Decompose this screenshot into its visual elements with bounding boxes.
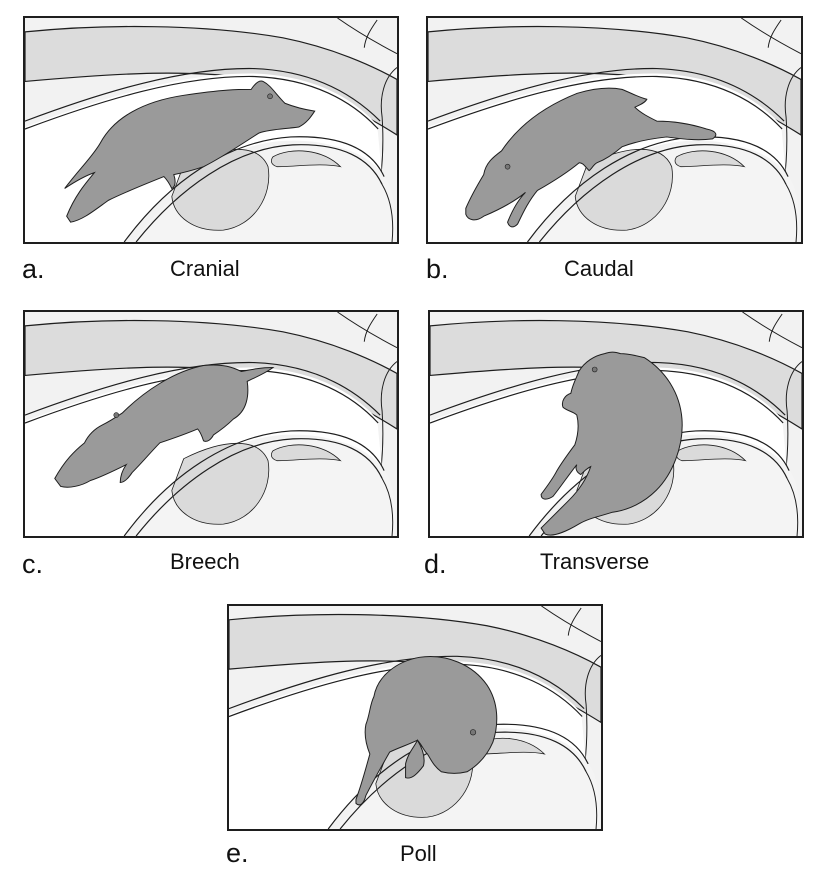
panel-e-caption: Poll: [400, 841, 437, 866]
poll-presentation-illustration: [229, 606, 601, 829]
panel-a-cranial: [23, 16, 399, 244]
panel-b-letter: b.: [426, 254, 449, 284]
piglet-icon: [540, 351, 683, 536]
panel-a-caption: Cranial: [170, 256, 240, 281]
panel-c-caption: Breech: [170, 549, 240, 574]
panel-b-caudal: [426, 16, 803, 244]
panel-e-letter: e.: [226, 838, 249, 868]
panel-a-letter: a.: [22, 254, 45, 284]
piglet-icon: [355, 656, 498, 806]
piglet-icon: [465, 87, 717, 228]
piglet-icon: [54, 364, 275, 488]
panel-c-letter: c.: [22, 549, 44, 579]
panel-d-transverse: [428, 310, 804, 538]
transverse-presentation-illustration: [430, 312, 802, 536]
piglet-icon: [64, 80, 316, 223]
cranial-presentation-illustration: [25, 18, 397, 242]
panel-c-breech: [23, 310, 399, 538]
panel-b-caption: Caudal: [564, 256, 634, 281]
panel-d-letter: d.: [424, 549, 447, 579]
caudal-presentation-illustration: [428, 18, 801, 242]
panel-e-poll: [227, 604, 603, 831]
panel-d-caption: Transverse: [540, 549, 650, 574]
breech-presentation-illustration: [25, 312, 397, 536]
